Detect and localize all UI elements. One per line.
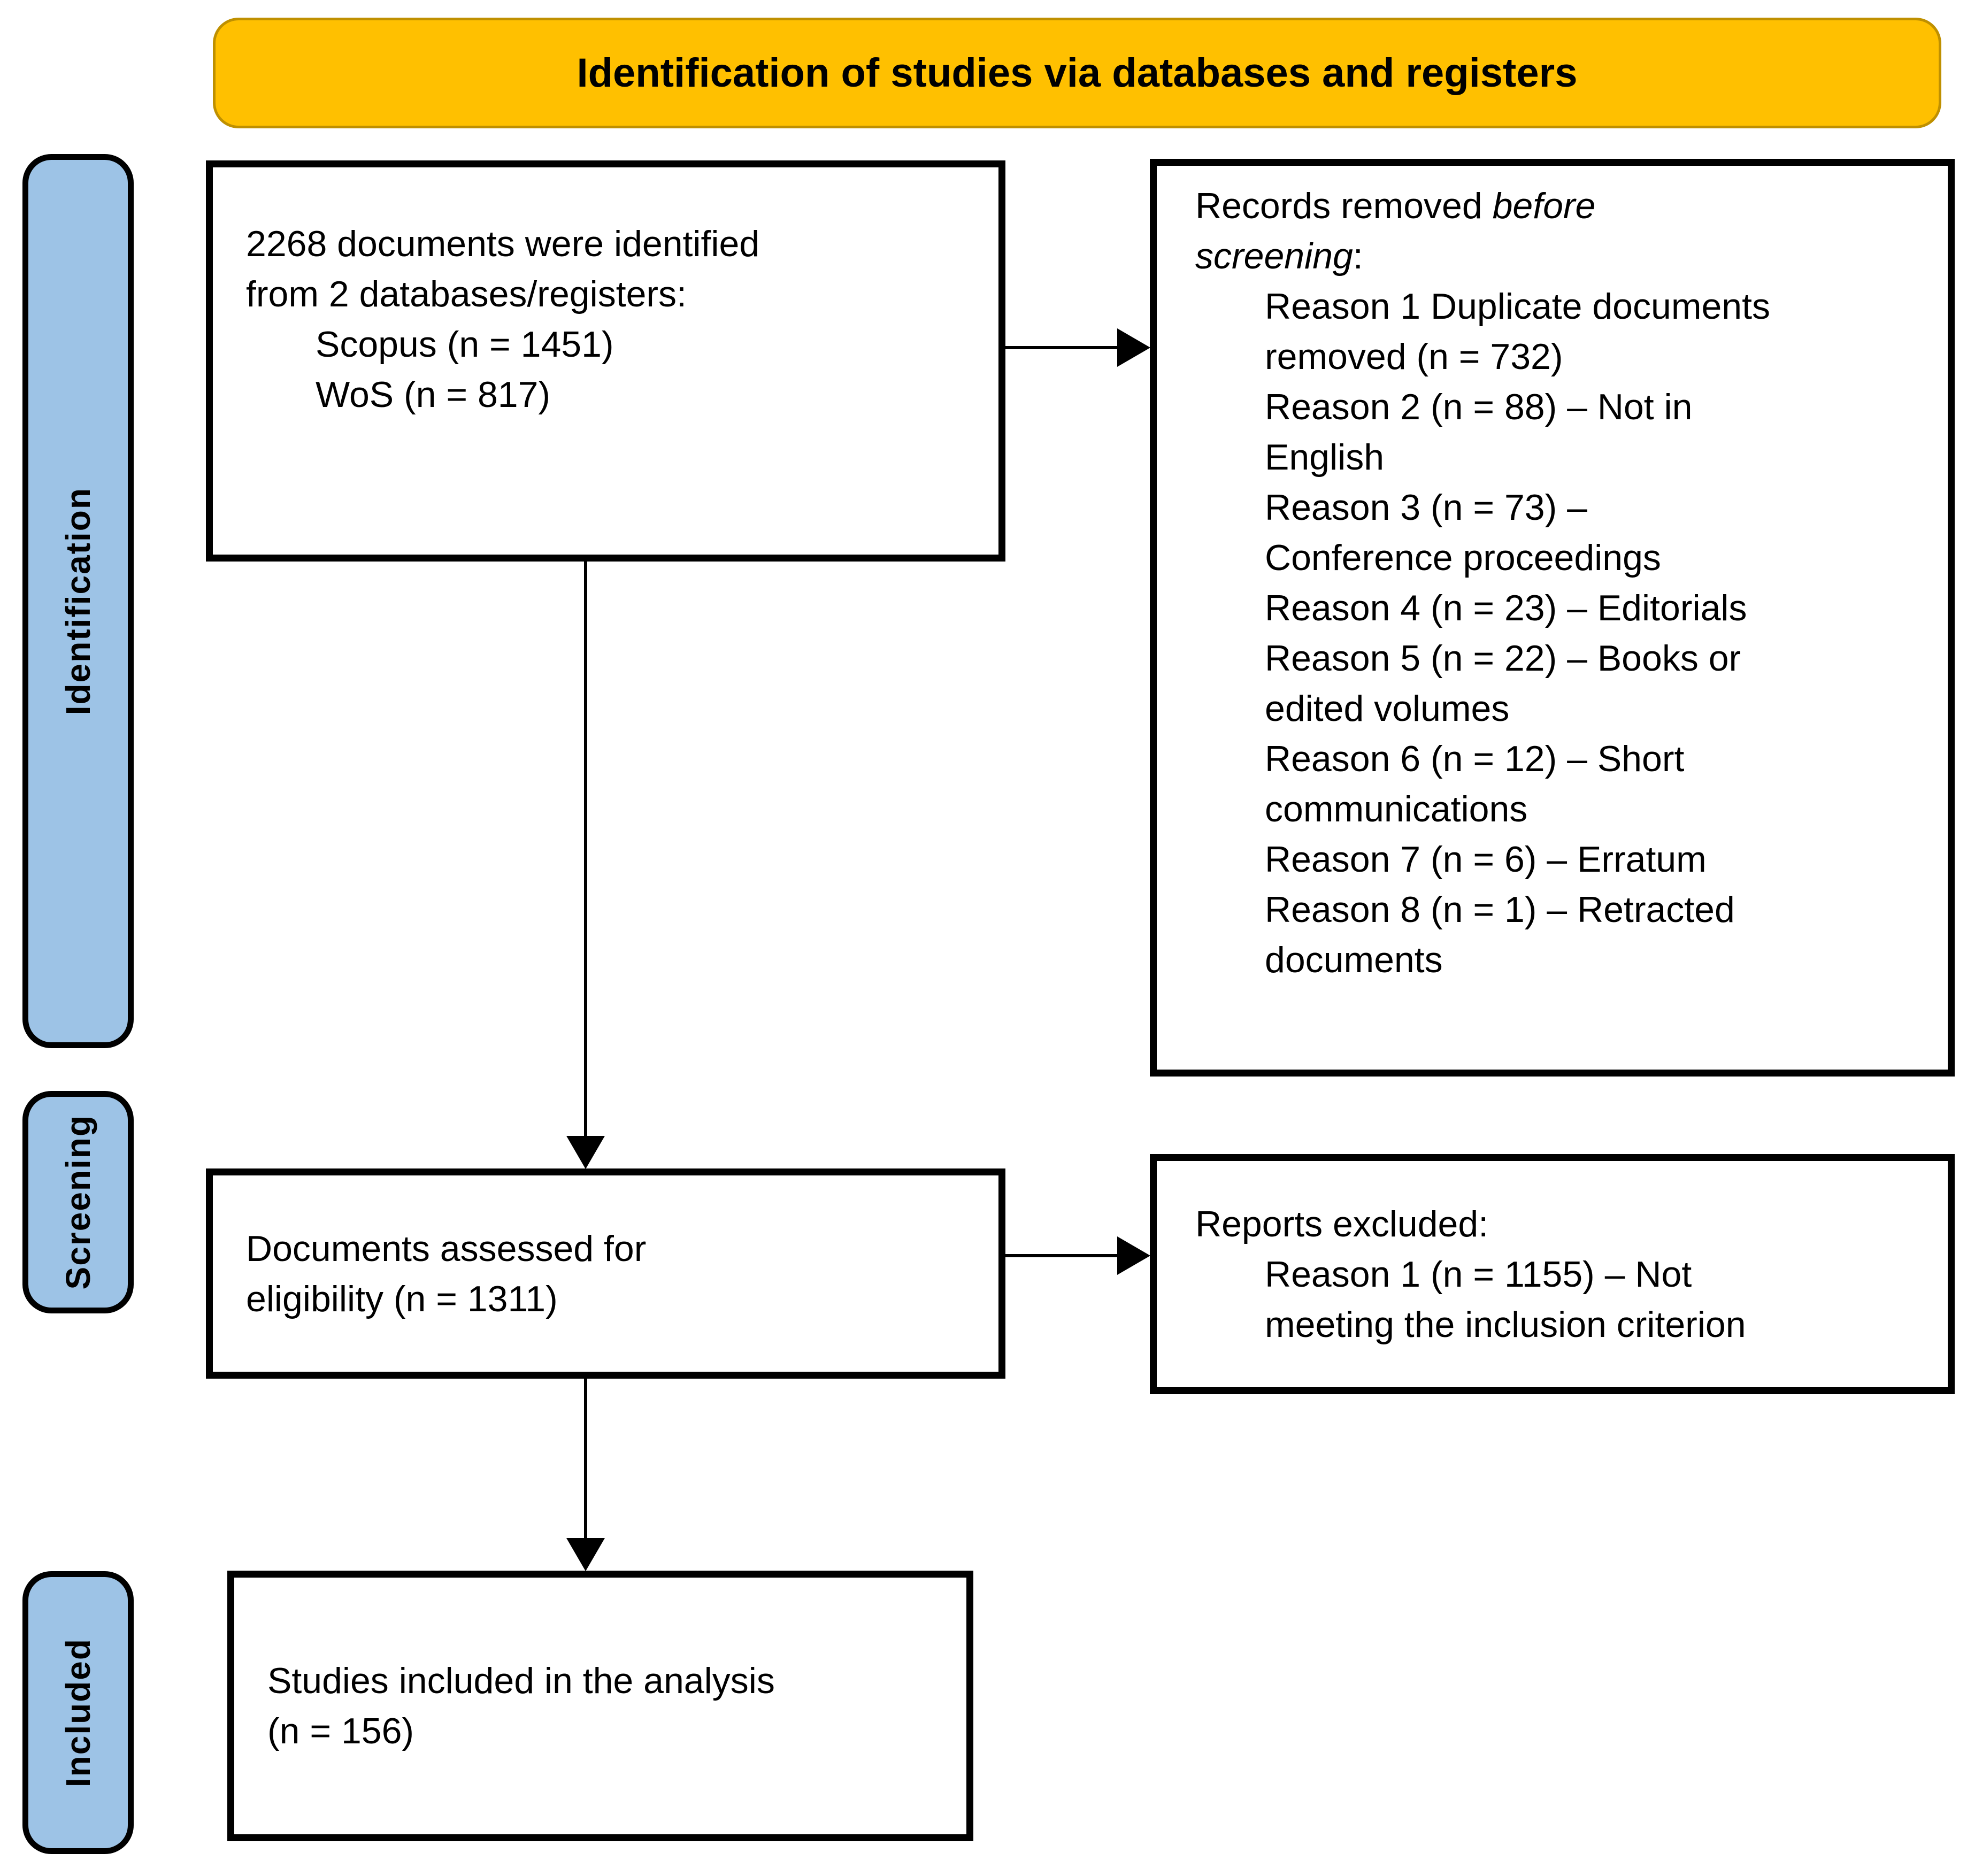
text-segment: : (1353, 236, 1363, 276)
text-segment: Documents assessed for (246, 1228, 647, 1269)
stage-label-screening-text: Screening (59, 1114, 97, 1290)
text-segment: meeting the inclusion criterion (1265, 1304, 1746, 1345)
text-line: screening: (1195, 231, 1932, 281)
box-records-identified: 2268 documents were identified from 2 dat… (206, 160, 1005, 562)
text-segment: Reason 2 (n = 88) – Not in (1265, 387, 1693, 427)
text-line: Reason 4 (n = 23) – Editorials (1265, 583, 1932, 633)
text-segment: eligibility (n = 1311) (246, 1278, 558, 1319)
text-line: edited volumes (1265, 683, 1932, 734)
arrowhead-right-icon (1117, 1236, 1150, 1275)
text-segment: Scopus (n = 1451) (316, 324, 614, 365)
text-segment: Reason 7 (n = 6) – Erratum (1265, 839, 1707, 880)
connector-identified-to-assessed (584, 562, 587, 1139)
text-line: documents (1265, 935, 1932, 985)
text-segment: edited volumes (1265, 688, 1510, 729)
text-segment: Records removed (1195, 186, 1493, 226)
text-line: Reason 5 (n = 22) – Books or (1265, 633, 1932, 683)
text-line: removed (n = 732) (1265, 332, 1932, 382)
banner-title-text: Identification of studies via databases … (577, 50, 1578, 96)
text-line: communications (1265, 784, 1932, 834)
text-line: meeting the inclusion criterion (1265, 1300, 1932, 1350)
text-line: Records removed before (1195, 181, 1932, 231)
text-segment: 2268 documents were identified (246, 224, 760, 264)
text-line: English (1265, 432, 1932, 482)
text-line: Reason 2 (n = 88) – Not in (1265, 382, 1932, 432)
text-line: Conference proceedings (1265, 533, 1932, 583)
text-segment: Reason 8 (n = 1) – Retracted (1265, 889, 1735, 930)
arrowhead-right-icon (1117, 328, 1150, 367)
text-segment-italic: screening (1195, 236, 1353, 276)
text-line: Documents assessed for (246, 1224, 982, 1274)
text-line: eligibility (n = 1311) (246, 1274, 982, 1324)
text-segment: communications (1265, 789, 1528, 829)
text-segment: Reason 4 (n = 23) – Editorials (1265, 588, 1747, 628)
text-segment: from 2 databases/registers: (246, 274, 687, 314)
stage-label-included: Included (22, 1571, 134, 1854)
text-line: Studies included in the analysis (267, 1656, 950, 1706)
text-segment: Reason 6 (n = 12) – Short (1265, 739, 1685, 779)
text-line: Reason 3 (n = 73) – (1265, 482, 1932, 533)
banner-title: Identification of studies via databases … (213, 18, 1941, 128)
arrowhead-down-icon (566, 1538, 605, 1571)
text-line: Reason 7 (n = 6) – Erratum (1265, 834, 1932, 885)
stage-label-identification: Identification (22, 154, 134, 1048)
stage-label-identification-text: Identification (59, 487, 97, 716)
text-segment: Reason 3 (n = 73) – (1265, 487, 1587, 528)
text-line: Reason 1 (n = 1155) – Not (1265, 1249, 1932, 1300)
connector-assessed-to-excluded (1005, 1254, 1119, 1257)
text-line: WoS (n = 817) (316, 370, 982, 420)
text-segment: documents (1265, 940, 1443, 980)
text-line: Reports excluded: (1195, 1199, 1932, 1249)
box-documents-assessed: Documents assessed for eligibility (n = 1… (206, 1168, 1005, 1379)
text-line: Reason 6 (n = 12) – Short (1265, 734, 1932, 784)
text-line: 2268 documents were identified (246, 219, 982, 269)
stage-label-screening: Screening (22, 1091, 134, 1313)
text-segment: Reason 1 Duplicate documents (1265, 286, 1770, 327)
text-line: Reason 8 (n = 1) – Retracted (1265, 885, 1932, 935)
text-segment: Reason 1 (n = 1155) – Not (1265, 1254, 1692, 1295)
text-segment: Conference proceedings (1265, 537, 1661, 578)
text-segment-italic: before (1492, 186, 1596, 226)
text-line: Reason 1 Duplicate documents (1265, 281, 1932, 332)
text-segment: removed (n = 732) (1265, 336, 1563, 377)
text-line: from 2 databases/registers: (246, 269, 982, 319)
text-segment: Reason 5 (n = 22) – Books or (1265, 638, 1741, 679)
box-reports-excluded: Reports excluded: Reason 1 (n = 1155) – N… (1150, 1154, 1955, 1394)
text-segment: English (1265, 437, 1385, 478)
text-line: Scopus (n = 1451) (316, 319, 982, 370)
arrowhead-down-icon (566, 1136, 605, 1169)
box-studies-included: Studies included in the analysis (n = 156… (227, 1571, 973, 1841)
text-line: (n = 156) (267, 1706, 950, 1756)
text-segment: WoS (n = 817) (316, 374, 551, 415)
text-segment: (n = 156) (267, 1711, 414, 1751)
connector-assessed-to-included (584, 1379, 587, 1541)
connector-identified-to-removed (1005, 346, 1119, 349)
text-segment: Studies included in the analysis (267, 1660, 775, 1701)
stage-label-included-text: Included (59, 1637, 97, 1788)
text-segment: Reports excluded: (1195, 1203, 1489, 1244)
